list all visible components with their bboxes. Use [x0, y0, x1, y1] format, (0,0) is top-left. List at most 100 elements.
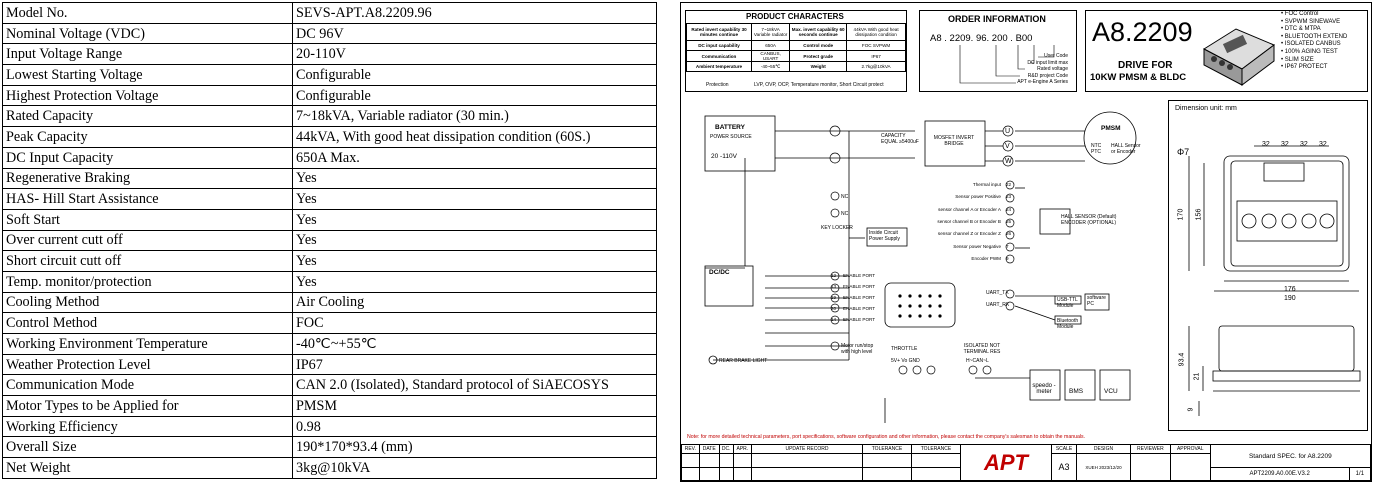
- pc-cell: 44kVA With good heat dissipation conditi…: [846, 23, 906, 41]
- nc-label-1: NC: [841, 194, 849, 200]
- pc-cell: IP67: [846, 50, 906, 62]
- dimension-value: 32: [1300, 141, 1308, 148]
- spec-value: Yes: [292, 167, 657, 190]
- spec-key: Net Weight: [2, 457, 293, 479]
- signal-pin: 24: [1006, 206, 1012, 212]
- phase-w: W: [1005, 158, 1012, 165]
- dimension-value: 176: [1284, 286, 1296, 293]
- title-block: REV. DATE DC. APR. UPDATE RECORD TOLERAN…: [681, 443, 1372, 481]
- spec-key: Communication Mode: [2, 374, 293, 397]
- feature-item: FOC Control: [1281, 11, 1347, 19]
- spec-value: Yes: [292, 188, 657, 210]
- model-number: A8.2209: [1092, 17, 1193, 47]
- signal-pin: 26: [1006, 231, 1012, 237]
- pc-cell: Weight: [789, 61, 848, 72]
- signal-pin: 9: [1006, 255, 1009, 261]
- dimension-value: 170: [1177, 208, 1185, 221]
- protection-label: Protection: [706, 82, 729, 88]
- enable-pin: 13: [831, 284, 837, 289]
- key-locker-label: KEY LOCKER: [821, 225, 853, 231]
- pc-cell: DC input capability: [685, 40, 753, 51]
- note-text: Note: for more detailed technical parame…: [687, 434, 1086, 440]
- pc-cell: Max. invert capability 60 seconds contin…: [789, 23, 848, 41]
- spec-value: Yes: [292, 208, 657, 231]
- controller-3d-icon: [1202, 28, 1275, 86]
- battery-voltage: 20 -110V: [711, 153, 737, 160]
- spec-value: Configurable: [292, 84, 657, 107]
- dimension-value: 190: [1284, 295, 1296, 302]
- spec-value: CAN 2.0 (Isolated), Standard protocol of…: [292, 374, 657, 397]
- dimension-label: Dimension unit: mm: [1175, 105, 1237, 112]
- pc-cell: 650A: [751, 40, 791, 51]
- speedometer-label: speedo -meter: [1032, 383, 1056, 395]
- enable-pin: 19: [831, 295, 837, 300]
- spec-key: Nominal Voltage (VDC): [2, 22, 293, 45]
- bms-label: BMS: [1069, 388, 1084, 395]
- feature-item: ISOLATED CANBUS: [1281, 41, 1347, 49]
- feature-item: 100% AGING TEST: [1281, 49, 1347, 57]
- signal-pin: 25: [1006, 218, 1012, 224]
- spec-key: Peak Capacity: [2, 126, 293, 148]
- spec-key: Highest Protection Voltage: [2, 84, 293, 107]
- hall-label: HALL Sensor or Encoder: [1111, 143, 1141, 155]
- spec-key: Model No.: [2, 2, 293, 24]
- enable-port-label: ENABLE PORT: [843, 295, 876, 300]
- spec-value: Yes: [292, 229, 657, 252]
- hall-box-label: HALL SENSOR (Default) ENCODER (OPTIONAL): [1061, 214, 1117, 226]
- pc-cell: CANBUS, USART: [751, 50, 791, 62]
- dimension-value: 21: [1193, 372, 1201, 381]
- drawing-sheet: PRODUCT CHARACTERS Rated invert capabili…: [680, 2, 1372, 482]
- spec-key: DC Input Capacity: [2, 146, 293, 169]
- std-spec: Standard SPEC. for A8.2209: [1209, 443, 1372, 469]
- capacity-label: CAPACITY EQUAL ≥5400uF: [881, 133, 919, 145]
- feature-item: DTC & MTPA: [1281, 26, 1347, 34]
- feature-item: SVPWM SINEWAVE: [1281, 19, 1347, 27]
- signal-label: sensor channel A or Encoder A: [938, 206, 1001, 212]
- spec-key: Overall Size: [2, 436, 293, 459]
- spec-key: Motor Types to be Applied for: [2, 395, 293, 417]
- signal-pin: 22: [1006, 182, 1012, 187]
- uart-rx-label: UART_RX: [986, 302, 1010, 308]
- tb-design: DESIGN: [1076, 443, 1131, 455]
- order-note: Rated voltage: [1037, 66, 1068, 72]
- enable-port-label: ENABLE PORT: [843, 306, 876, 311]
- spec-key: Lowest Starting Voltage: [2, 64, 293, 86]
- spec-key: Control Method: [2, 312, 293, 334]
- pc-cell: -40~55℃: [751, 61, 791, 72]
- pc-row: Rated invert capability 30 minutes conti…: [685, 23, 906, 41]
- enable-pin: 14: [831, 317, 837, 322]
- rear-brake-label: REAR BRAKE LIGHT: [719, 358, 768, 364]
- vcu-label: VCU: [1104, 388, 1118, 395]
- page-number: 1/1: [1348, 467, 1372, 481]
- spec-key: Regenerative Braking: [2, 167, 293, 190]
- enable-port-label: ENABLE PORT: [843, 284, 876, 289]
- spec-key: Input Voltage Range: [2, 43, 293, 66]
- product-title: PRODUCT CHARACTERS: [746, 12, 844, 21]
- spec-value: FOC: [292, 312, 657, 334]
- software-pc-label: software PC: [1087, 295, 1106, 307]
- dimension-value: 9: [1187, 407, 1195, 412]
- dimension-value: 156: [1195, 208, 1203, 221]
- spec-value: 650A Max.: [292, 146, 657, 169]
- apt-logo: APT: [959, 444, 1052, 481]
- signal-pin: 23: [1006, 194, 1012, 200]
- signal-label: sensor channel B or Encoder B: [937, 218, 1001, 224]
- product-characters-box: PRODUCT CHARACTERS Rated invert capabili…: [685, 10, 907, 92]
- tb-scale: SCALE: [1050, 443, 1078, 455]
- feature-list: FOC ControlSVPWM SINEWAVEDTC & MTPABLUET…: [1281, 11, 1348, 72]
- inside-circuit-label: Inside Circuit Power Supply: [869, 230, 900, 242]
- enable-port-label: ENABLE PORT: [843, 317, 876, 322]
- spec-key: Weather Protection Level: [2, 353, 293, 376]
- uart-tx-label: UART_TX: [986, 290, 1009, 296]
